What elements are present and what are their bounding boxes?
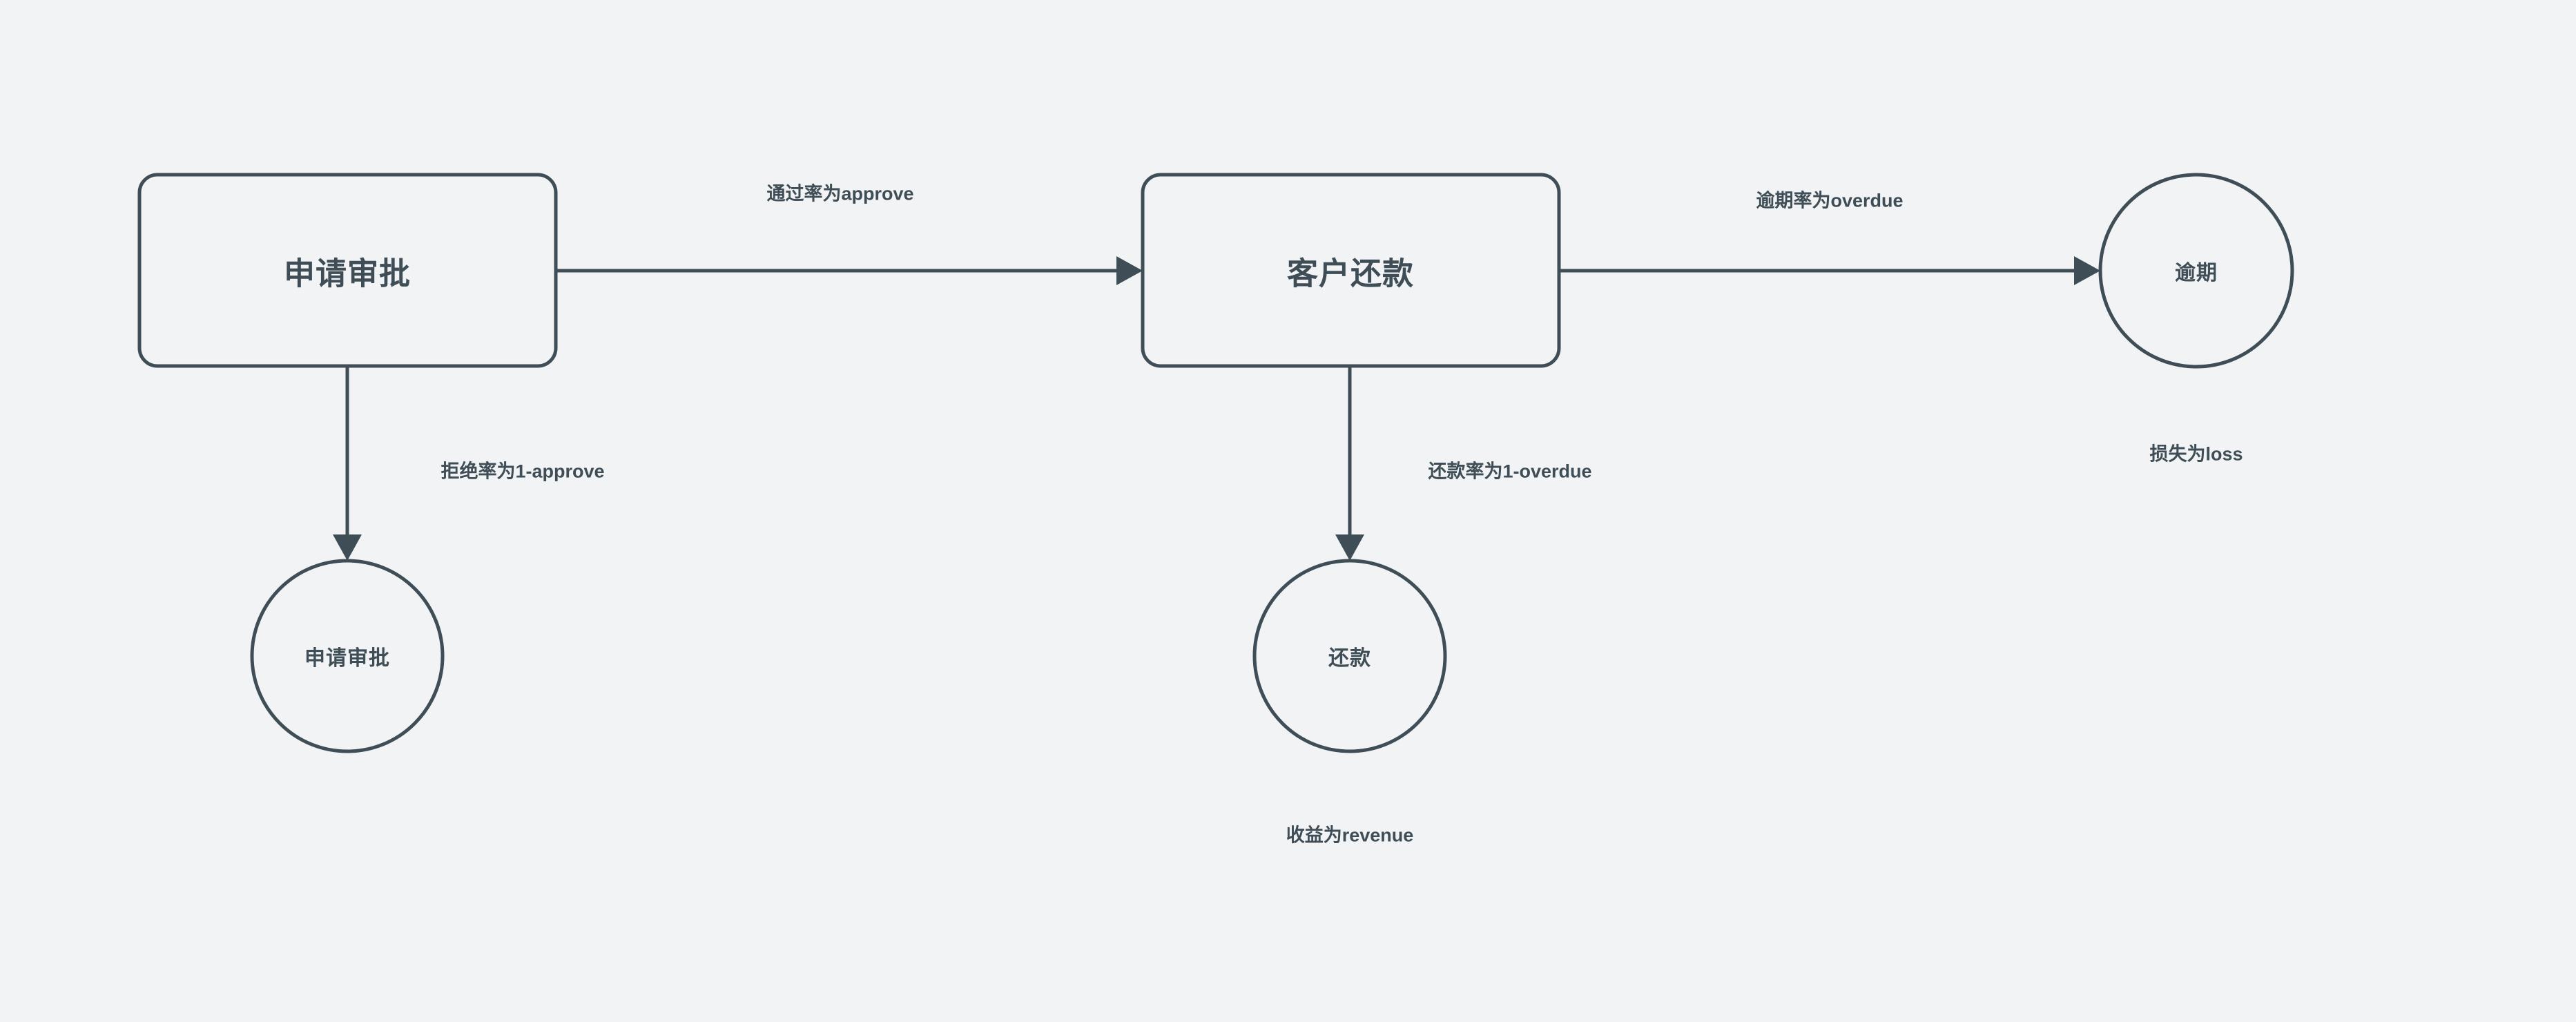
node-label-repaid: 还款: [1328, 647, 1371, 670]
arrow-head-approve: [1116, 256, 1143, 285]
edge-label-approve: 通过率为approve: [766, 183, 914, 204]
edge-label-overdue: 逾期率为overdue: [1756, 190, 1904, 211]
arrow-head-reject: [333, 534, 362, 561]
node-label-overdue: 逾期: [2175, 262, 2218, 285]
edge-label-repay: 还款率为1-overdue: [1428, 461, 1592, 482]
arrow-head-overdue: [2074, 256, 2100, 285]
outcome-caption-revenue: 收益为revenue: [1286, 825, 1414, 846]
node-label-rejected: 申请审批: [304, 647, 390, 670]
node-label-apply-review: 申请审批: [283, 256, 411, 291]
node-label-customer-repay: 客户还款: [1286, 256, 1415, 291]
outcome-caption-loss: 损失为loss: [2149, 443, 2243, 465]
arrow-head-repay: [1335, 534, 1364, 561]
edge-label-reject: 拒绝率为1-approve: [440, 461, 605, 482]
